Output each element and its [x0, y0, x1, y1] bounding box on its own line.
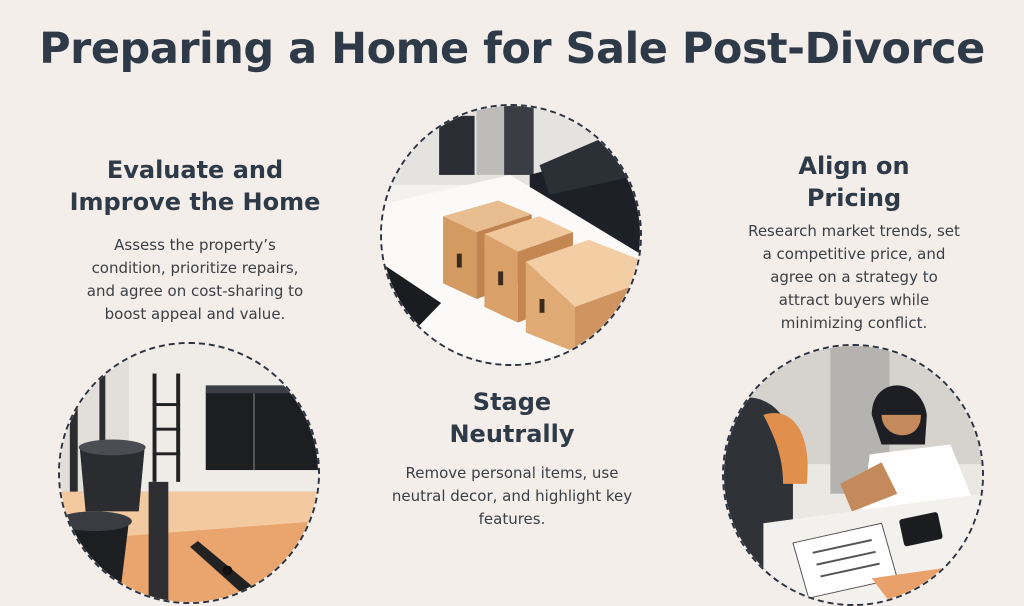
body-line: features. — [478, 510, 546, 528]
body-line: Assess the property’s — [114, 236, 276, 254]
home-renovation-illustration — [58, 342, 320, 604]
section-pricing-heading-line1: Align on — [798, 152, 910, 180]
body-line: neutral decor, and highlight key — [391, 487, 633, 505]
section-pricing-body: Research market trends, set a competitiv… — [714, 220, 994, 335]
section-stage-heading: Stage Neutrally — [362, 386, 662, 450]
page-title: Preparing a Home for Sale Post-Divorce — [39, 24, 985, 74]
body-line: and agree on cost-sharing to — [86, 282, 304, 300]
section-evaluate-heading-line1: Evaluate and — [106, 156, 284, 184]
section-stage-body: Remove personal items, use neutral decor… — [372, 462, 652, 531]
section-evaluate-body: Assess the property’s condition, priorit… — [60, 234, 330, 326]
couple-reviewing-documents-illustration — [722, 344, 984, 606]
section-pricing-heading-line2: Pricing — [806, 184, 902, 212]
body-line: condition, prioritize repairs, — [91, 259, 299, 277]
section-stage-heading-line1: Stage — [472, 388, 552, 416]
body-line: agree on a strategy to — [770, 268, 938, 286]
body-line: a competitive price, and — [762, 245, 946, 263]
section-pricing-heading: Align on Pricing — [714, 150, 994, 214]
body-line: minimizing conflict. — [780, 314, 928, 332]
body-line: boost appeal and value. — [104, 305, 286, 323]
section-evaluate-heading: Evaluate and Improve the Home — [40, 154, 350, 218]
body-line: Research market trends, set — [748, 222, 960, 240]
body-line: attract buyers while — [778, 291, 930, 309]
section-stage-heading-line2: Neutrally — [449, 420, 575, 448]
section-evaluate-heading-line2: Improve the Home — [69, 188, 321, 216]
moving-boxes-illustration — [380, 104, 642, 366]
body-line: Remove personal items, use — [405, 464, 619, 482]
